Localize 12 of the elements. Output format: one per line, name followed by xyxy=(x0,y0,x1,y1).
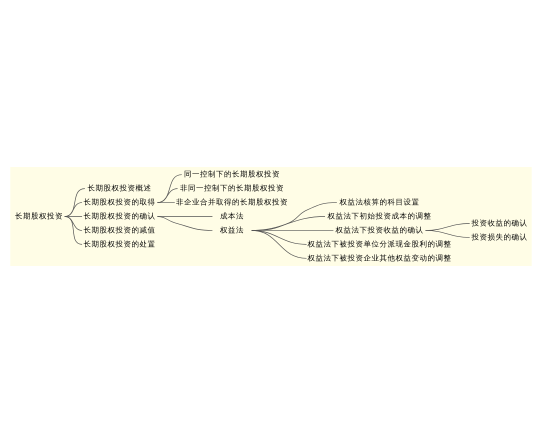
connector xyxy=(64,216,82,231)
connector xyxy=(157,174,182,203)
connector xyxy=(251,230,307,259)
connector xyxy=(157,202,176,203)
connector xyxy=(157,216,213,231)
connector xyxy=(64,216,82,217)
connector xyxy=(64,202,82,217)
connector xyxy=(425,230,470,238)
connector xyxy=(64,188,86,217)
connector xyxy=(64,216,82,245)
connector xyxy=(157,188,178,203)
connector xyxy=(157,216,213,217)
